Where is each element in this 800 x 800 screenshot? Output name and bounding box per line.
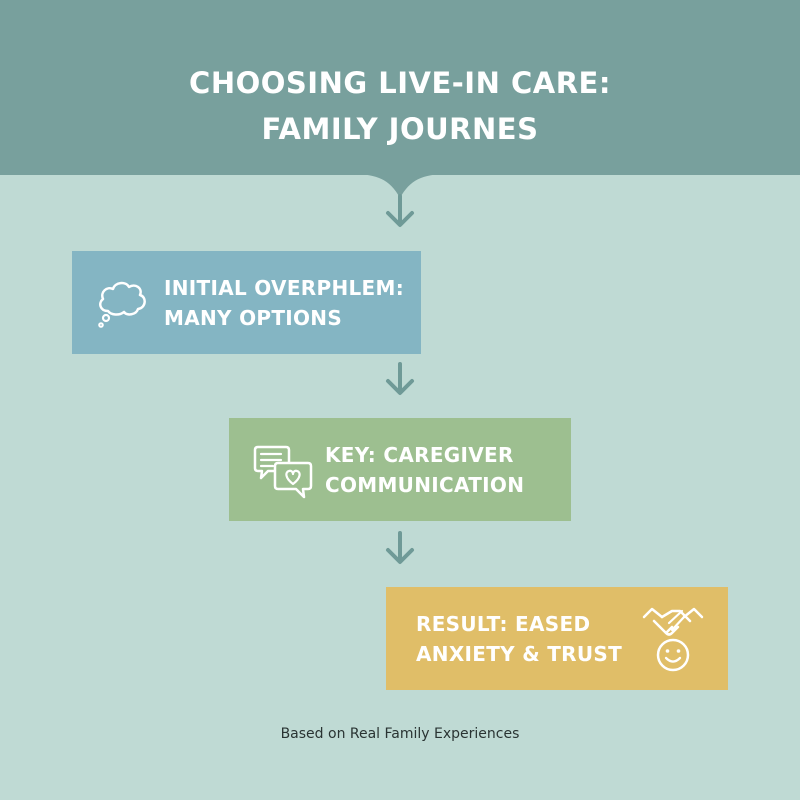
handshake-smiley-icon (642, 607, 704, 672)
title-line-1: CHOOSING LIVE-IN CARE: (189, 66, 611, 100)
step-eased-anxiety: RESULT: EASED ANXIETY & TRUST (386, 587, 728, 690)
header-notch (352, 174, 448, 198)
chat-heart-icon (253, 445, 313, 498)
step-1-line-2: MANY OPTIONS (164, 305, 343, 330)
down-arrow-icon (386, 362, 414, 395)
step-caregiver-communication: KEY: CAREGIVER COMMUNICATION (229, 418, 571, 521)
step-3-line-1: RESULT: EASED (416, 611, 591, 636)
down-arrow-icon (386, 531, 414, 564)
step-2-line-2: COMMUNICATION (325, 472, 525, 497)
title-line-2: FAMILY JOURNES (261, 112, 539, 146)
header-band (0, 0, 800, 175)
step-3-line-2: ANXIETY & TRUST (416, 641, 623, 666)
down-arrow-icon (386, 194, 414, 227)
step-1-line-1: INITIAL OVERPHLEM: (164, 275, 404, 300)
page-title: CHOOSING LIVE-IN CARE: FAMILY JOURNES (0, 60, 800, 152)
thought-bubble-icon (98, 281, 146, 328)
footer-note: Based on Real Family Experiences (280, 726, 520, 742)
step-2-line-1: KEY: CAREGIVER (325, 442, 514, 467)
step-initial-overwhelm: INITIAL OVERPHLEM: MANY OPTIONS (72, 251, 421, 354)
